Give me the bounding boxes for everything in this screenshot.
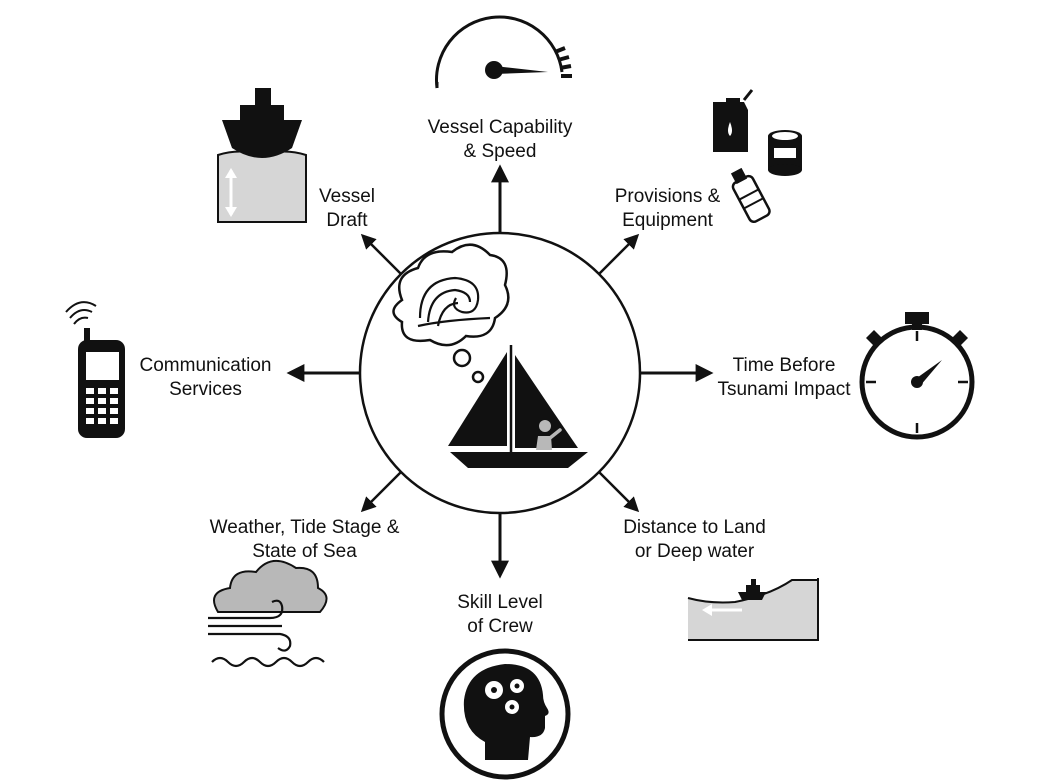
label-line: Equipment <box>622 210 713 231</box>
arrow-up-left <box>360 233 402 275</box>
slope-ship-icon <box>687 578 819 641</box>
sailboat-icon <box>448 345 588 468</box>
label-vessel-capability: Vessel Capability & Speed <box>410 116 590 164</box>
label-line: State of Sea <box>252 541 357 562</box>
label-line: of Crew <box>467 616 533 637</box>
label-weather: Weather, Tide Stage & State of Sea <box>192 516 417 564</box>
cellphone-icon <box>65 301 125 438</box>
speedometer-icon <box>435 15 572 89</box>
label-line: or Deep water <box>634 541 755 562</box>
arrows <box>286 164 714 579</box>
weather-icon <box>208 560 328 668</box>
label-line: Services <box>169 379 242 400</box>
label-line: Tsunami Impact <box>717 379 851 400</box>
thought-bubble-icon <box>392 243 510 384</box>
person-icon <box>536 420 562 450</box>
provisions-icon <box>713 89 802 224</box>
wave-icon <box>417 276 491 328</box>
arrow-down-left <box>360 471 402 513</box>
arrow-up-right <box>598 233 640 275</box>
label-line: Vessel Capability <box>427 117 573 138</box>
label-line: Communication <box>139 355 272 376</box>
label-line: Weather, Tide Stage & <box>209 517 400 538</box>
head-gears-icon <box>439 648 571 780</box>
label-skill-level: Skill Level of Crew <box>430 591 570 639</box>
label-provisions: Provisions & Equipment <box>600 185 735 233</box>
ship-draft-icon <box>217 88 307 223</box>
label-line: Vessel <box>319 186 375 207</box>
label-line: Distance to Land <box>623 517 766 538</box>
label-line: Skill Level <box>457 592 543 613</box>
label-line: Draft <box>326 210 368 231</box>
label-distance-to-land: Distance to Land or Deep water <box>612 516 777 564</box>
label-line: Provisions & <box>614 186 721 207</box>
label-line: Time Before <box>732 355 836 376</box>
stopwatch-icon <box>859 312 975 440</box>
label-line: & Speed <box>463 141 537 162</box>
label-time-before-impact: Time Before Tsunami Impact <box>704 354 864 402</box>
label-communication: Communication Services <box>128 354 283 402</box>
arrow-down-right <box>598 471 640 513</box>
label-vessel-draft: Vessel Draft <box>312 185 382 233</box>
